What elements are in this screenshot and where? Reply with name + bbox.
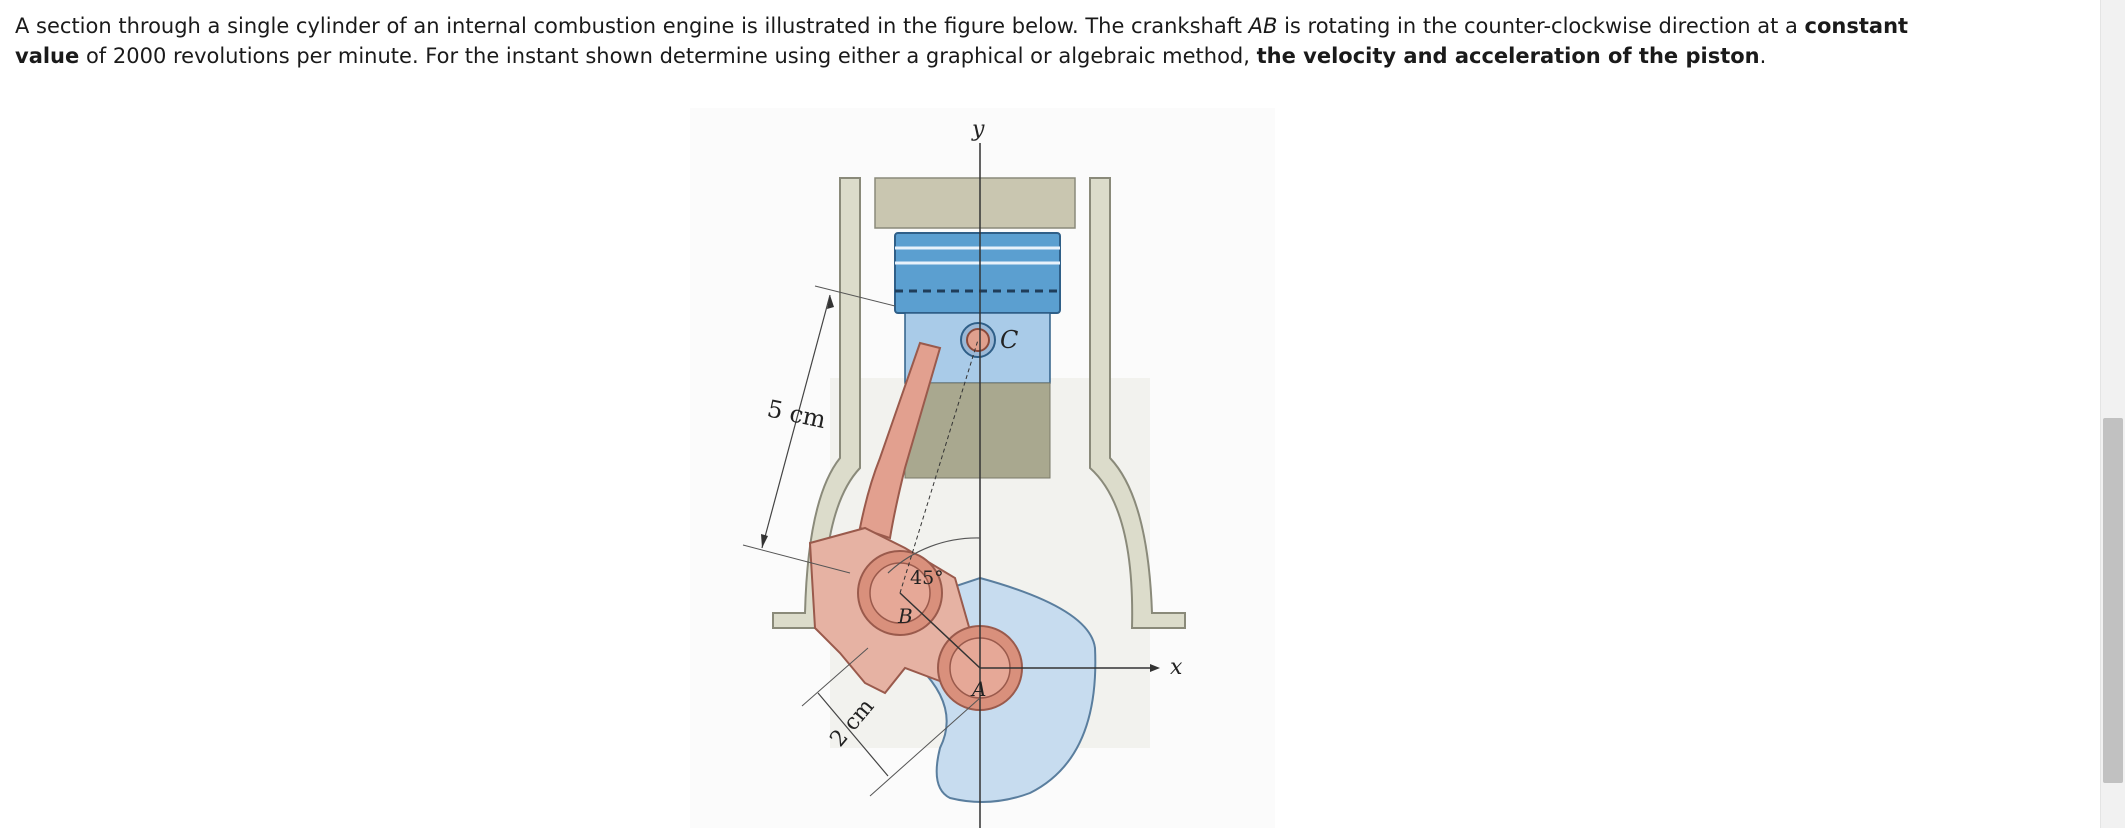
problem-text-part3: of 2000 revolutions per minute. For the … <box>79 44 1257 68</box>
engine-figure: y x C B A 45° 5 cm 2 cm <box>690 108 1275 828</box>
label-b: B <box>897 604 913 628</box>
connecting-rod <box>858 341 942 540</box>
emphasis-constant-value: constant value <box>15 14 1909 68</box>
rod-dim-ext-top <box>814 285 896 307</box>
rod-dim-arrow-bottom <box>761 534 768 548</box>
cylinder-bore <box>904 382 1051 479</box>
emphasis-velocity-acceleration: the velocity and acceleration of the pis… <box>1256 44 1760 68</box>
label-y: y <box>971 117 985 142</box>
label-c: C <box>1000 326 1018 354</box>
combustion-chamber <box>874 177 1076 229</box>
label-angle: 45° <box>910 567 944 589</box>
crank-label: AB <box>1248 14 1278 38</box>
vertical-scrollbar[interactable] <box>2100 0 2125 828</box>
x-axis-arrow <box>1150 664 1160 672</box>
problem-text-part2: is rotating in the counter-clockwise dir… <box>1277 14 1805 38</box>
label-a: A <box>970 677 986 701</box>
problem-text-part1: A section through a single cylinder of a… <box>15 14 1249 38</box>
crank-dimension-line <box>817 692 889 777</box>
rod-dim-ext-bottom <box>742 544 851 574</box>
crank-line-ab <box>899 592 981 669</box>
scrollbar-thumb[interactable] <box>2103 418 2123 783</box>
piston-head <box>894 232 1061 314</box>
cylinder-wall-left <box>772 177 861 629</box>
rod-dimension-line <box>761 294 831 549</box>
cylinder-wall-right <box>1089 177 1186 629</box>
rod-line-bc <box>899 339 979 594</box>
engine-diagram: y x C B A 45° 5 cm 2 cm <box>690 108 1275 828</box>
angle-arc <box>887 537 981 574</box>
rod-dim-arrow-top <box>827 295 834 309</box>
label-x: x <box>1170 655 1183 680</box>
crank-dim-ext-right <box>869 697 981 797</box>
problem-text-part4: . <box>1759 44 1767 68</box>
problem-statement: A section through a single cylinder of a… <box>15 11 1945 71</box>
crank-dim-ext-left <box>801 647 869 707</box>
wrist-pin-c-core <box>966 328 990 352</box>
